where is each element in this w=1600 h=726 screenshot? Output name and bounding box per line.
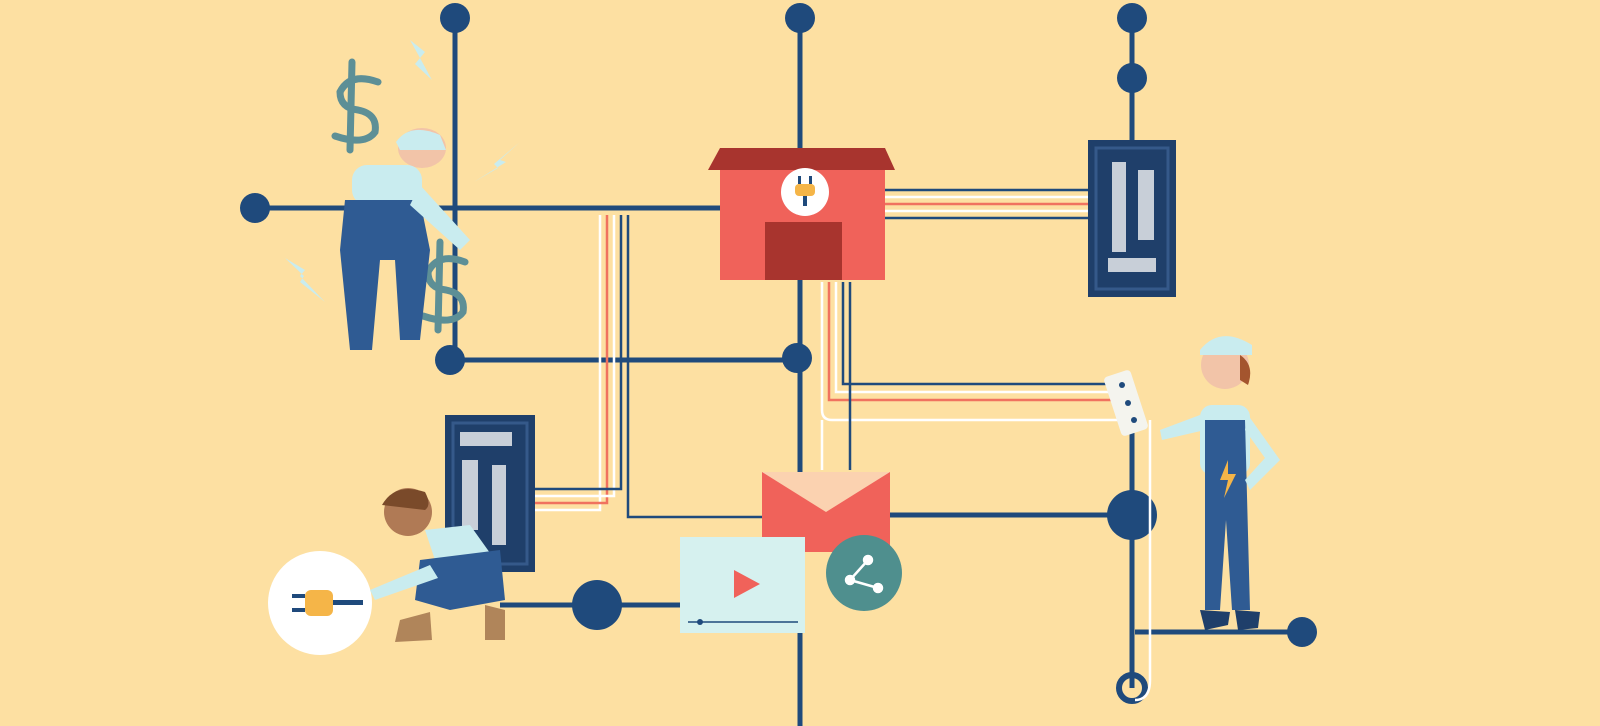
house-icon (708, 148, 895, 280)
dollar-icon (331, 58, 469, 334)
worker-top-left (340, 128, 470, 350)
share-icon (826, 535, 902, 611)
electrical-panel-right (1088, 140, 1176, 297)
lightning-icon (285, 40, 520, 302)
nodes (240, 3, 1317, 704)
wires (520, 188, 1152, 702)
envelope-icon (762, 472, 890, 552)
video-player (680, 537, 805, 633)
plug-icon (795, 176, 815, 206)
power-strip-icon (1104, 370, 1148, 436)
worker-bottom-left (370, 488, 505, 642)
worker-right (1104, 336, 1280, 630)
play-icon (734, 570, 760, 598)
plug-icon (268, 551, 372, 655)
